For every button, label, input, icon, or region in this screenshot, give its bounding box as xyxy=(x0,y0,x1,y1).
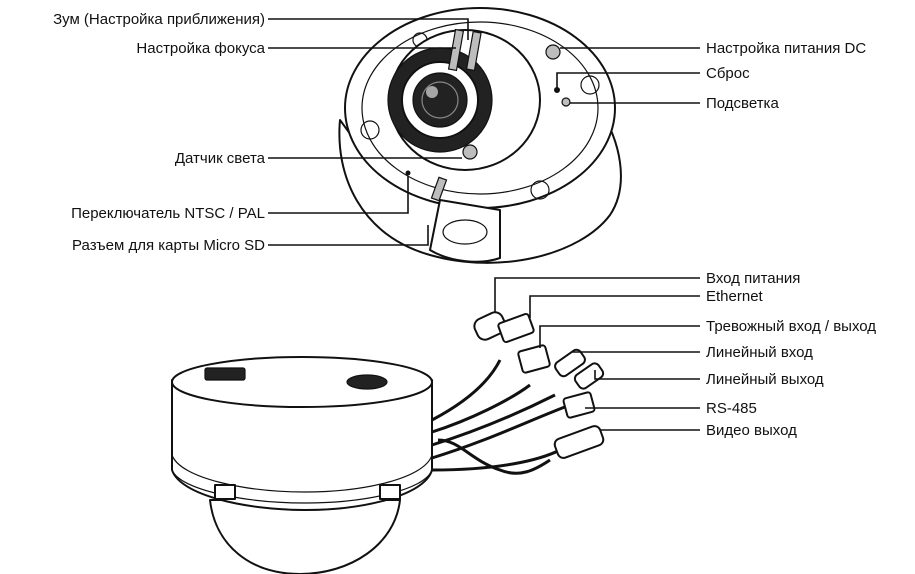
label-reset: Сброс xyxy=(706,65,750,82)
label-focus: Настройка фокуса xyxy=(136,40,265,57)
label-ntsc-pal: Переключатель NTSC / PAL xyxy=(71,205,265,222)
label-line-out: Линейный выход xyxy=(706,371,824,388)
callout-labels: Зум (Настройка приближения) Настройка фо… xyxy=(53,11,876,439)
label-backlight: Подсветка xyxy=(706,95,779,112)
label-video-out: Видео выход xyxy=(706,422,797,439)
label-microsd: Разъем для карты Micro SD xyxy=(72,237,265,254)
leader-lines xyxy=(268,18,700,431)
label-dc-power: Настройка питания DC xyxy=(706,40,866,57)
label-alarm-io: Тревожный вход / выход xyxy=(706,318,876,335)
label-line-in: Линейный вход xyxy=(706,344,813,361)
label-ethernet: Ethernet xyxy=(706,288,764,305)
camera-closed-view xyxy=(171,311,605,574)
label-light-sensor: Датчик света xyxy=(175,150,266,167)
camera-open-view xyxy=(338,7,622,264)
label-rs485: RS-485 xyxy=(706,400,757,417)
label-zoom: Зум (Настройка приближения) xyxy=(53,11,265,28)
label-power-in: Вход питания xyxy=(706,270,800,287)
